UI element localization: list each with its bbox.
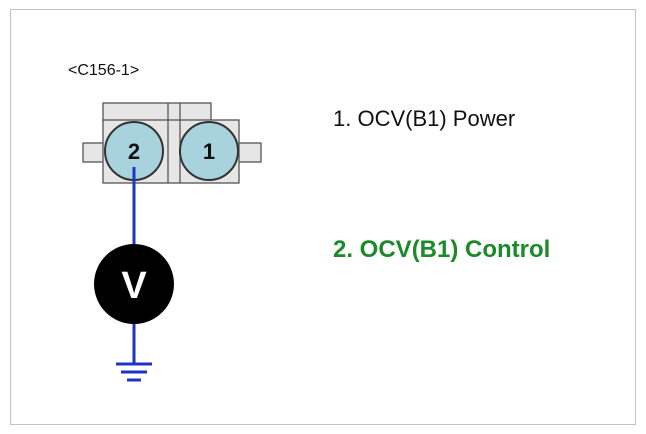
diagram-frame: [10, 9, 636, 425]
pin-1-description: 1. OCV(B1) Power: [333, 106, 516, 131]
pin-2-description: 2. OCV(B1) Control: [333, 236, 551, 263]
pin-2-number: 2: [128, 139, 140, 164]
pin-1: 1: [179, 121, 239, 181]
connector-id-label: <C156-1>: [68, 62, 140, 79]
voltmeter-icon: V: [94, 244, 174, 324]
ground-icon: [116, 362, 152, 382]
voltmeter-symbol: V: [121, 265, 147, 307]
pin-1-number: 1: [203, 139, 215, 164]
